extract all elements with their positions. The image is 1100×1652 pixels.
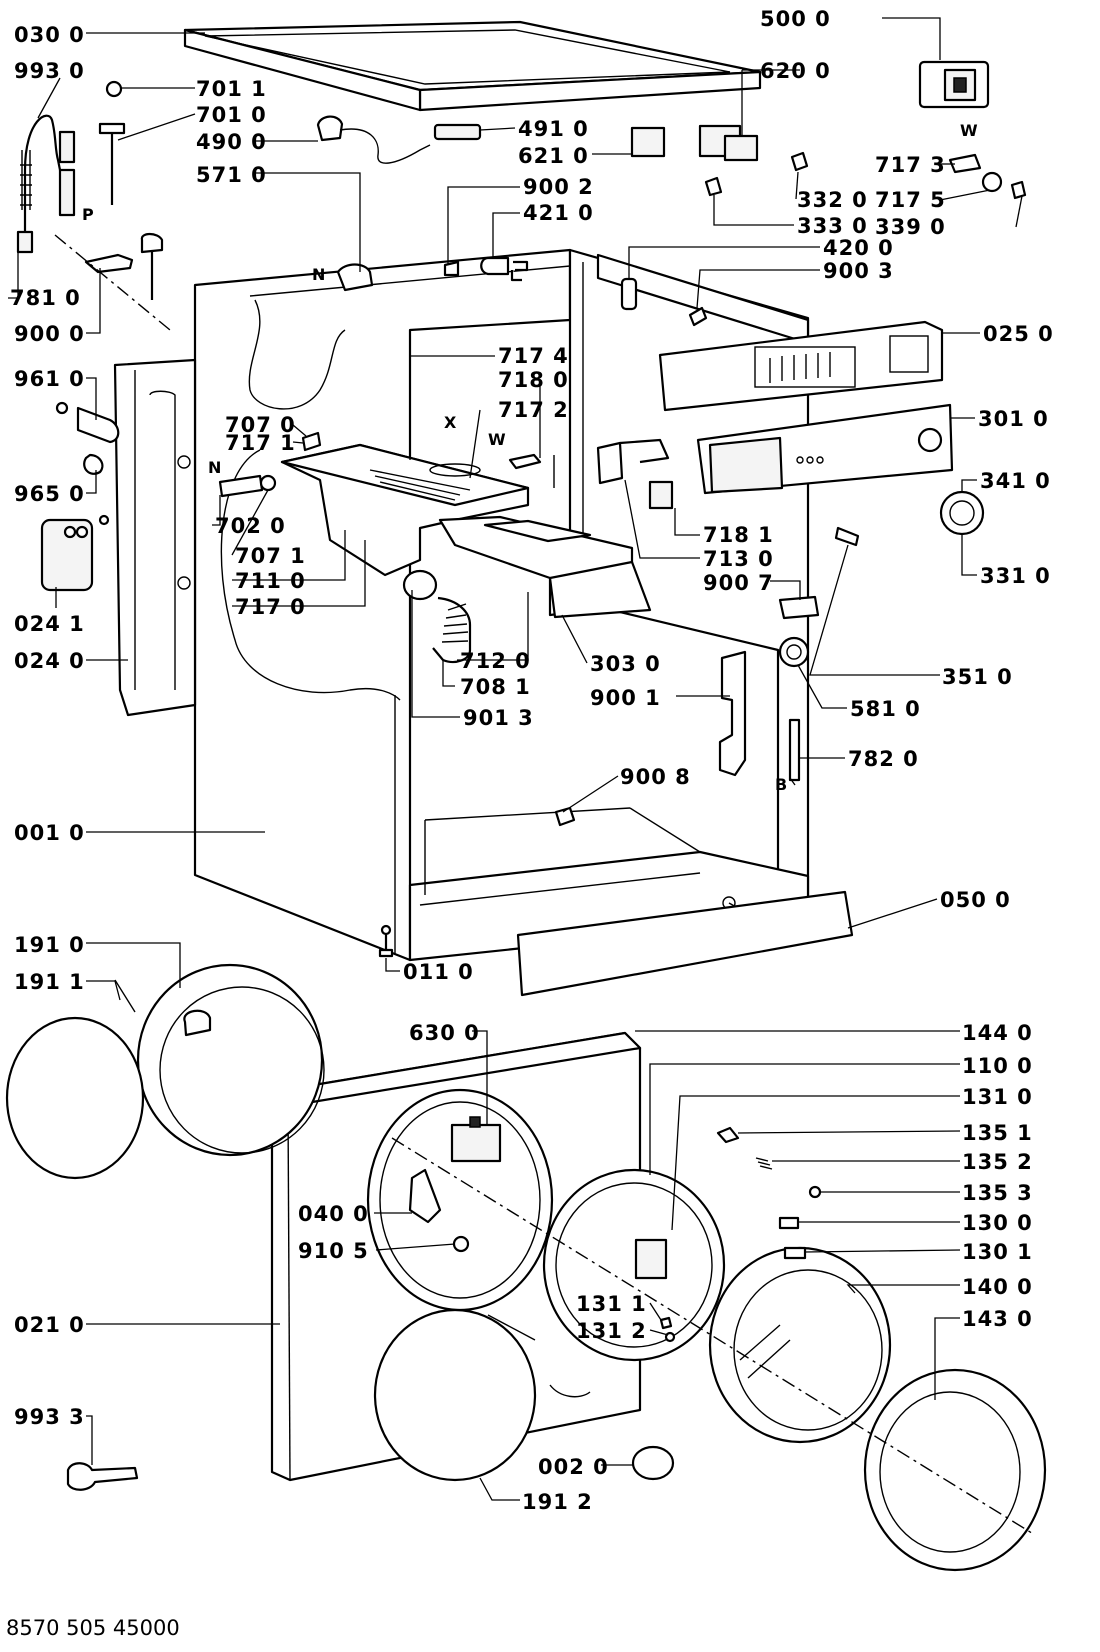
callout-993-3: 993 3 — [14, 1405, 85, 1429]
marker-p: P — [82, 205, 95, 224]
callout-130-1: 130 1 — [962, 1240, 1033, 1264]
callout-965: 965 0 — [14, 482, 85, 506]
callout-030: 030 0 — [14, 23, 85, 47]
callout-620: 620 0 — [760, 59, 831, 83]
callout-630: 630 0 — [409, 1021, 480, 1045]
callout-500: 500 0 — [760, 7, 831, 31]
callout-131-0: 131 0 — [962, 1085, 1033, 1109]
callout-024-1: 024 1 — [14, 612, 85, 636]
callout-701-1: 701 1 — [196, 77, 267, 101]
callout-900-3: 900 3 — [823, 259, 894, 283]
callout-708: 708 1 — [460, 675, 531, 699]
callout-331: 331 0 — [980, 564, 1051, 588]
callout-140: 140 0 — [962, 1275, 1033, 1299]
callout-135-3: 135 3 — [962, 1181, 1033, 1205]
marker-n1: N — [312, 265, 326, 284]
callout-718-0: 718 0 — [498, 368, 569, 392]
marker-b: B — [775, 775, 788, 794]
callout-717-3: 717 3 — [875, 153, 946, 177]
callout-717-0: 717 0 — [235, 595, 306, 619]
callout-900-0: 900 0 — [14, 322, 85, 346]
callout-025: 025 0 — [983, 322, 1054, 346]
callout-341: 341 0 — [980, 469, 1051, 493]
callout-782: 782 0 — [848, 747, 919, 771]
callout-191-2: 191 2 — [522, 1490, 593, 1514]
callout-191-1: 191 1 — [14, 970, 85, 994]
callout-701-0: 701 0 — [196, 103, 267, 127]
inlet-hose-assembly — [16, 80, 171, 331]
callout-130-0: 130 0 — [962, 1211, 1033, 1235]
callout-021: 021 0 — [14, 1313, 85, 1337]
callout-491: 491 0 — [518, 117, 589, 141]
callout-711: 711 0 — [235, 569, 306, 593]
callout-900-8: 900 8 — [620, 765, 691, 789]
marker-n2: N — [208, 458, 222, 477]
callout-332: 332 0 — [797, 188, 868, 212]
callout-707-0: 707 0 — [225, 413, 296, 437]
callout-571: 571 0 — [196, 163, 267, 187]
door-assembly — [5, 963, 1047, 1572]
callout-002: 002 0 — [538, 1455, 609, 1479]
callout-717-2: 717 2 — [498, 398, 569, 422]
marker-letters: P N W X W N B — [82, 121, 979, 794]
callout-707-1: 707 1 — [235, 544, 306, 568]
drawing-number: 8570 505 45000 — [6, 1616, 180, 1640]
marker-x: X — [444, 413, 457, 432]
callout-621: 621 0 — [518, 144, 589, 168]
top-cover — [183, 20, 762, 112]
callout-110: 110 0 — [962, 1054, 1033, 1078]
leader-lines — [8, 17, 1023, 1501]
marker-w1: W — [960, 121, 979, 140]
callout-421: 421 0 — [523, 201, 594, 225]
marker-w2: W — [488, 430, 507, 449]
cabinet-body — [193, 248, 810, 962]
callout-001: 001 0 — [14, 821, 85, 845]
callout-024-0: 024 0 — [14, 649, 85, 673]
callout-050: 050 0 — [940, 888, 1011, 912]
callout-717-5: 717 5 — [875, 188, 946, 212]
callout-040: 040 0 — [298, 1202, 369, 1226]
callout-011: 011 0 — [403, 960, 474, 984]
callout-900-2: 900 2 — [523, 175, 594, 199]
callout-131-1: 131 1 — [576, 1292, 647, 1316]
callout-333: 333 0 — [797, 214, 868, 238]
callout-702: 702 0 — [215, 514, 286, 538]
plinth-and-foot — [378, 890, 854, 997]
callout-581: 581 0 — [850, 697, 921, 721]
callout-143: 143 0 — [962, 1307, 1033, 1331]
callout-420: 420 0 — [823, 236, 894, 260]
electrical-components — [316, 60, 1027, 536]
callout-490: 490 0 — [196, 130, 267, 154]
callout-144: 144 0 — [962, 1021, 1033, 1045]
callout-718-1: 718 1 — [703, 523, 774, 547]
callout-717-4: 717 4 — [498, 344, 569, 368]
callout-712: 712 0 — [460, 649, 531, 673]
callout-339: 339 0 — [875, 215, 946, 239]
callout-993-0: 993 0 — [14, 59, 85, 83]
callout-191-0: 191 0 — [14, 933, 85, 957]
callout-781: 781 0 — [10, 286, 81, 310]
callout-713: 713 0 — [703, 547, 774, 571]
callout-900-1: 900 1 — [590, 686, 661, 710]
callout-901: 901 3 — [463, 706, 534, 730]
callout-303: 303 0 — [590, 652, 661, 676]
callout-900-7: 900 7 — [703, 571, 774, 595]
callout-351: 351 0 — [942, 665, 1013, 689]
door-lock-left-panel — [40, 358, 197, 717]
callout-717-1: 717 1 — [225, 431, 296, 455]
callout-301: 301 0 — [978, 407, 1049, 431]
callout-135-1: 135 1 — [962, 1121, 1033, 1145]
callout-131-2: 131 2 — [576, 1319, 647, 1343]
callout-910: 910 5 — [298, 1239, 369, 1263]
callout-135-2: 135 2 — [962, 1150, 1033, 1174]
callout-961: 961 0 — [14, 367, 85, 391]
dispenser-assembly — [218, 256, 860, 827]
